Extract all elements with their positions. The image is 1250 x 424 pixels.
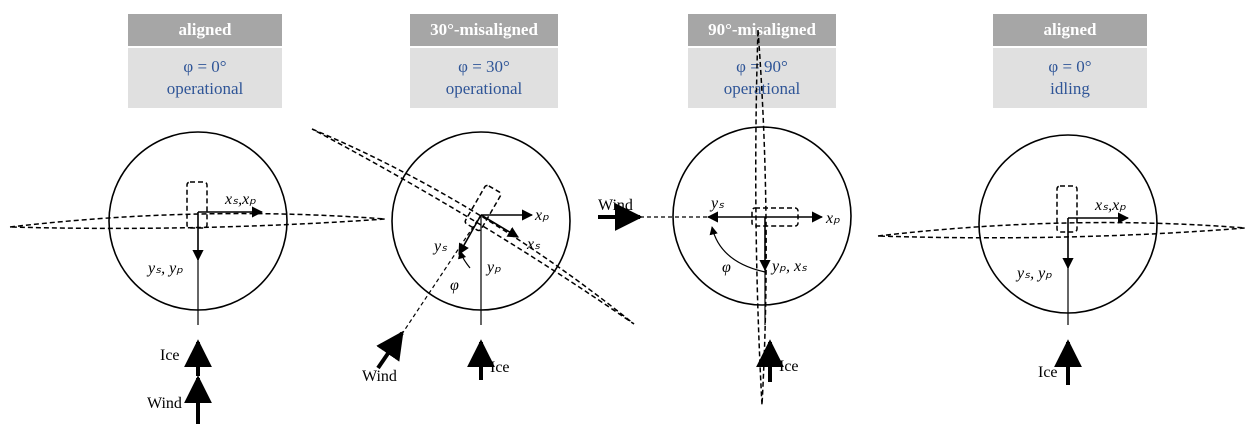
panel4-label-ys-yp: yₛ, yₚ xyxy=(1015,265,1052,282)
panel1-header: aligned xyxy=(128,14,282,46)
panel4-label-xs-xp: xₛ,xₚ xyxy=(1094,197,1126,214)
panel2-label-xp: xₚ xyxy=(534,207,549,224)
panel3-label-ys: yₛ xyxy=(709,195,725,212)
panel1-diagram: xₛ,xₚ yₛ, yₚ Ice Wind xyxy=(9,131,386,424)
panel1-blade xyxy=(9,212,386,230)
panel2-nacelle xyxy=(464,184,502,232)
panel1-wind-label: Wind xyxy=(147,395,182,412)
panel1-nacelle xyxy=(186,181,208,229)
panel1-label-xs-xp: xₛ,xₚ xyxy=(224,191,256,208)
panel2-state: operational xyxy=(445,79,523,98)
panel3-phi: φ = 90° xyxy=(736,57,788,76)
panel2-xs-arrow xyxy=(480,214,519,238)
panel2-wind-arrow xyxy=(376,330,404,370)
panel1-ice-label: Ice xyxy=(160,347,180,364)
panel3-label-yp-xs: yₚ, xₛ xyxy=(770,258,808,275)
panel2-label-phi: φ xyxy=(450,277,459,294)
panel2-diagram: xₚ xₛ yₛ yₚ φ Ice Wind xyxy=(311,128,635,385)
panel3-platform-circle xyxy=(672,126,852,306)
panel3-wind-label: Wind xyxy=(598,197,633,214)
panel2-wind-line xyxy=(389,214,482,353)
panel4-state: idling xyxy=(1050,79,1090,98)
panel3-label-phi: φ xyxy=(722,259,731,276)
panel3-label-xp: xₚ xyxy=(825,210,840,227)
panel2-ice-label: Ice xyxy=(490,359,510,376)
panel1-phi: φ = 0° xyxy=(183,57,227,76)
panel1-label-ys-yp: yₛ, yₚ xyxy=(146,260,183,277)
panel4-blade xyxy=(877,221,1246,239)
panel2-blade xyxy=(311,128,635,325)
panel3-header: 90°-misaligned xyxy=(688,14,836,46)
panel3-diagram: yₛ xₚ yₚ, xₛ φ Wind Ice xyxy=(598,29,852,406)
panel4-phi: φ = 0° xyxy=(1048,57,1092,76)
panel2-phi: φ = 30° xyxy=(458,57,510,76)
panel2-condition-box: φ = 30° operational xyxy=(410,48,558,108)
panel2-wind-label: Wind xyxy=(362,368,397,385)
panel1-condition-box: φ = 0° operational xyxy=(128,48,282,108)
panel4-nacelle xyxy=(1056,185,1078,233)
panel4-diagram: xₛ,xₚ yₛ, yₚ Ice xyxy=(877,134,1246,385)
panel2-header: 30°-misaligned xyxy=(410,14,558,46)
panel2-label-ys: yₛ xyxy=(432,238,448,255)
panel3-angle-arc xyxy=(709,226,766,273)
panel2-label-xs: xₛ xyxy=(526,236,541,253)
panel2-label-yp: yₚ xyxy=(485,259,501,276)
panel4-ice-label: Ice xyxy=(1038,364,1058,381)
panel2-angle-arc xyxy=(458,250,471,269)
panel4-header: aligned xyxy=(993,14,1147,46)
panel4-condition-box: φ = 0° idling xyxy=(993,48,1147,108)
panel1-state: operational xyxy=(166,79,244,98)
panel3-ice-label: Ice xyxy=(779,358,799,375)
